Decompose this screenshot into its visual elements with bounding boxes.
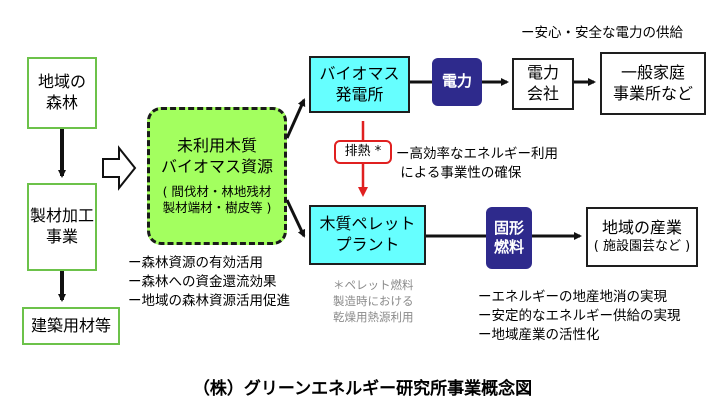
electricity-label: 電力 (441, 72, 472, 91)
pellet-plant-label: 木質ペレット プラント (319, 214, 416, 254)
arrow-to-biomass-plant (285, 98, 306, 139)
biomass-power-plant-label: バイオマス 発電所 (319, 63, 400, 104)
unused-biomass-subtitle: ( 間伐材・林地残材 製材端材・樹皮等 ) (162, 183, 272, 215)
local-industry-sublabel: ( 施設園芸など ) (593, 238, 691, 254)
electricity-box: 電力 (432, 58, 482, 106)
forest-effects-note: ー森林資源の有効活用 ー森林への資金還流効果 ー地域の森林資源活用促進 (128, 255, 290, 309)
power-company-box: 電力 会社 (512, 58, 574, 110)
pellet-fuel-note: ＊ペレット燃料 製造時における 乾燥用熱源利用 (333, 278, 414, 324)
households-box: 一般家庭 事業所など (600, 52, 706, 115)
solid-fuel-box: 固形 燃料 (486, 207, 532, 269)
arrow-to-pellet-plant (285, 199, 306, 238)
unused-biomass-box: 未利用木質 バイオマス資源 ( 間伐材・林地残材 製材端材・樹皮等 ) (147, 107, 287, 245)
power-company-label: 電力 会社 (526, 63, 559, 103)
diagram-title: （株）グリーンエネルギー研究所事業概念図 (192, 379, 533, 399)
efficiency-note: ー高効率なエネルギー利用 による事業性の確保 (396, 146, 558, 181)
solid-fuel-label: 固形 燃料 (493, 218, 524, 257)
forest-box: 地域の 森林 (27, 57, 97, 129)
local-industry-label: 地域の産業 (601, 218, 682, 238)
local-industry-box: 地域の産業 ( 施設園芸など ) (586, 207, 698, 267)
hollow-block-arrow (102, 145, 137, 191)
waste-heat-label-box: 排熱 * (334, 140, 392, 164)
unused-biomass-title: 未利用木質 バイオマス資源 (160, 135, 273, 176)
building-materials-label: 建築用材等 (30, 315, 111, 335)
sawmill-label: 製材加工 事業 (29, 206, 94, 246)
supply-note: ー安心・安全な電力の供給 (521, 25, 683, 41)
building-materials-box: 建築用材等 (22, 307, 120, 345)
pellet-plant-box: 木質ペレット プラント (309, 205, 426, 265)
forest-label: 地域の 森林 (37, 72, 86, 112)
waste-heat-label: 排熱 * (344, 143, 382, 159)
energy-effects-note: ーエネルギーの地産地消の実現 ー安定的なエネルギー供給の実現 ー地域産業の活性化 (478, 289, 681, 343)
biomass-power-plant-box: バイオマス 発電所 (309, 56, 410, 113)
sawmill-box: 製材加工 事業 (27, 183, 97, 271)
households-label: 一般家庭 事業所など (612, 62, 693, 103)
